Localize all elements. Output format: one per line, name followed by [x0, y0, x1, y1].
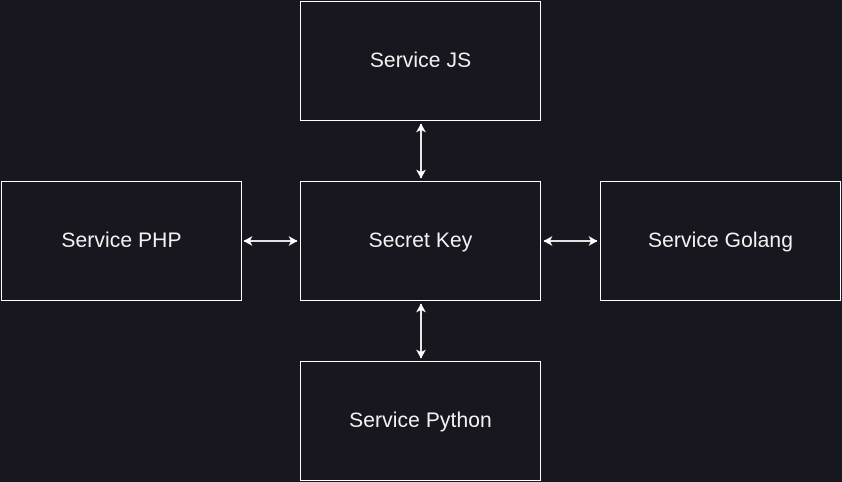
node-service-js-label: Service JS	[369, 49, 472, 72]
node-service-golang[interactable]: Service Golang	[600, 181, 841, 301]
node-service-php[interactable]: Service PHP	[1, 181, 242, 301]
node-service-python-label: Service Python	[349, 409, 492, 432]
node-service-python[interactable]: Service Python	[300, 361, 541, 481]
node-service-js[interactable]: Service JS	[300, 1, 541, 121]
node-secret-key[interactable]: Secret Key	[300, 181, 541, 301]
node-service-php-label: Service PHP	[61, 229, 182, 252]
node-service-golang-label: Service Golang	[648, 229, 793, 252]
node-secret-key-label: Secret Key	[368, 229, 473, 252]
